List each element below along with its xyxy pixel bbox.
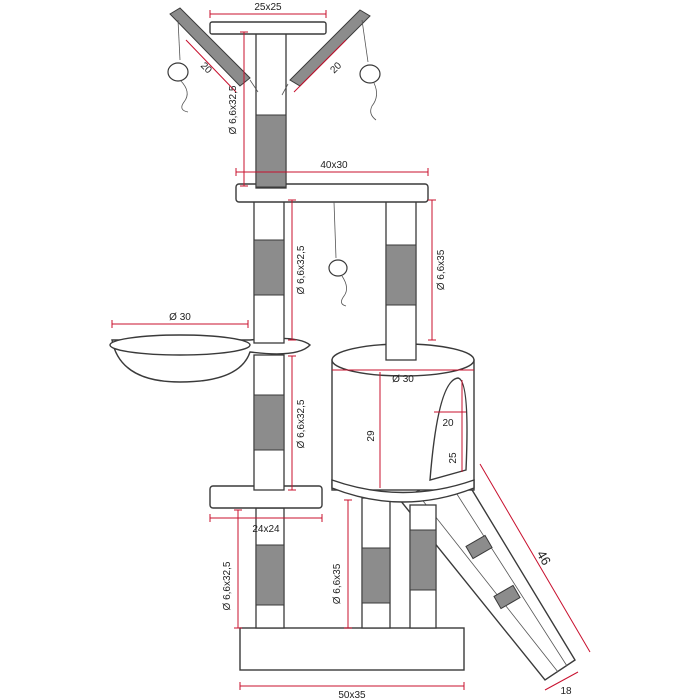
label-ramp-length: 46: [534, 548, 554, 568]
label-upper-platform: 40x30: [320, 160, 348, 171]
label-bottom-mid-post: Ø 6,6x35: [332, 563, 343, 604]
basket: [109, 334, 312, 383]
mid-right-post: [385, 194, 417, 361]
ramp-step-2: [493, 584, 521, 610]
mid-left-post: [253, 194, 285, 344]
label-lower-left-post: Ø 6,6x32,5: [296, 399, 307, 448]
bottom-back-post: [409, 504, 437, 629]
top-post: [255, 29, 287, 189]
label-base: 50x35: [338, 690, 366, 700]
arm-left: [169, 7, 259, 93]
label-mid-right-post: Ø 6,6x35: [436, 249, 447, 290]
label-bottom-left-post: Ø 6,6x32,5: [222, 561, 233, 610]
lower-left-post: [253, 354, 285, 491]
label-cave-height: 29: [366, 430, 377, 442]
label-cave-opening-height: 25: [448, 452, 459, 464]
toy-mouse-left: [167, 19, 189, 113]
label-cave-opening-width: 20: [442, 418, 454, 429]
label-ramp-width: 18: [560, 686, 572, 697]
label-small-platform: 24x24: [252, 524, 280, 535]
toy-mouse-right: [359, 19, 381, 121]
label-mid-left-post: Ø 6,6x32,5: [296, 245, 307, 294]
toy-mouse-center: [328, 201, 348, 307]
label-top-post: Ø 6,6x32,5: [228, 85, 239, 134]
bottom-mid-post: [361, 497, 391, 629]
label-cave-diameter: Ø 30: [392, 374, 414, 385]
cave-opening: [429, 377, 468, 481]
top-platform: [209, 21, 327, 35]
label-basket: Ø 30: [169, 312, 191, 323]
label-arm-left: 20: [198, 60, 214, 76]
base-board: [239, 627, 465, 671]
label-top-platform: 25x25: [254, 2, 282, 13]
label-arm-right: 20: [328, 60, 344, 76]
ramp-step-1: [465, 534, 493, 560]
